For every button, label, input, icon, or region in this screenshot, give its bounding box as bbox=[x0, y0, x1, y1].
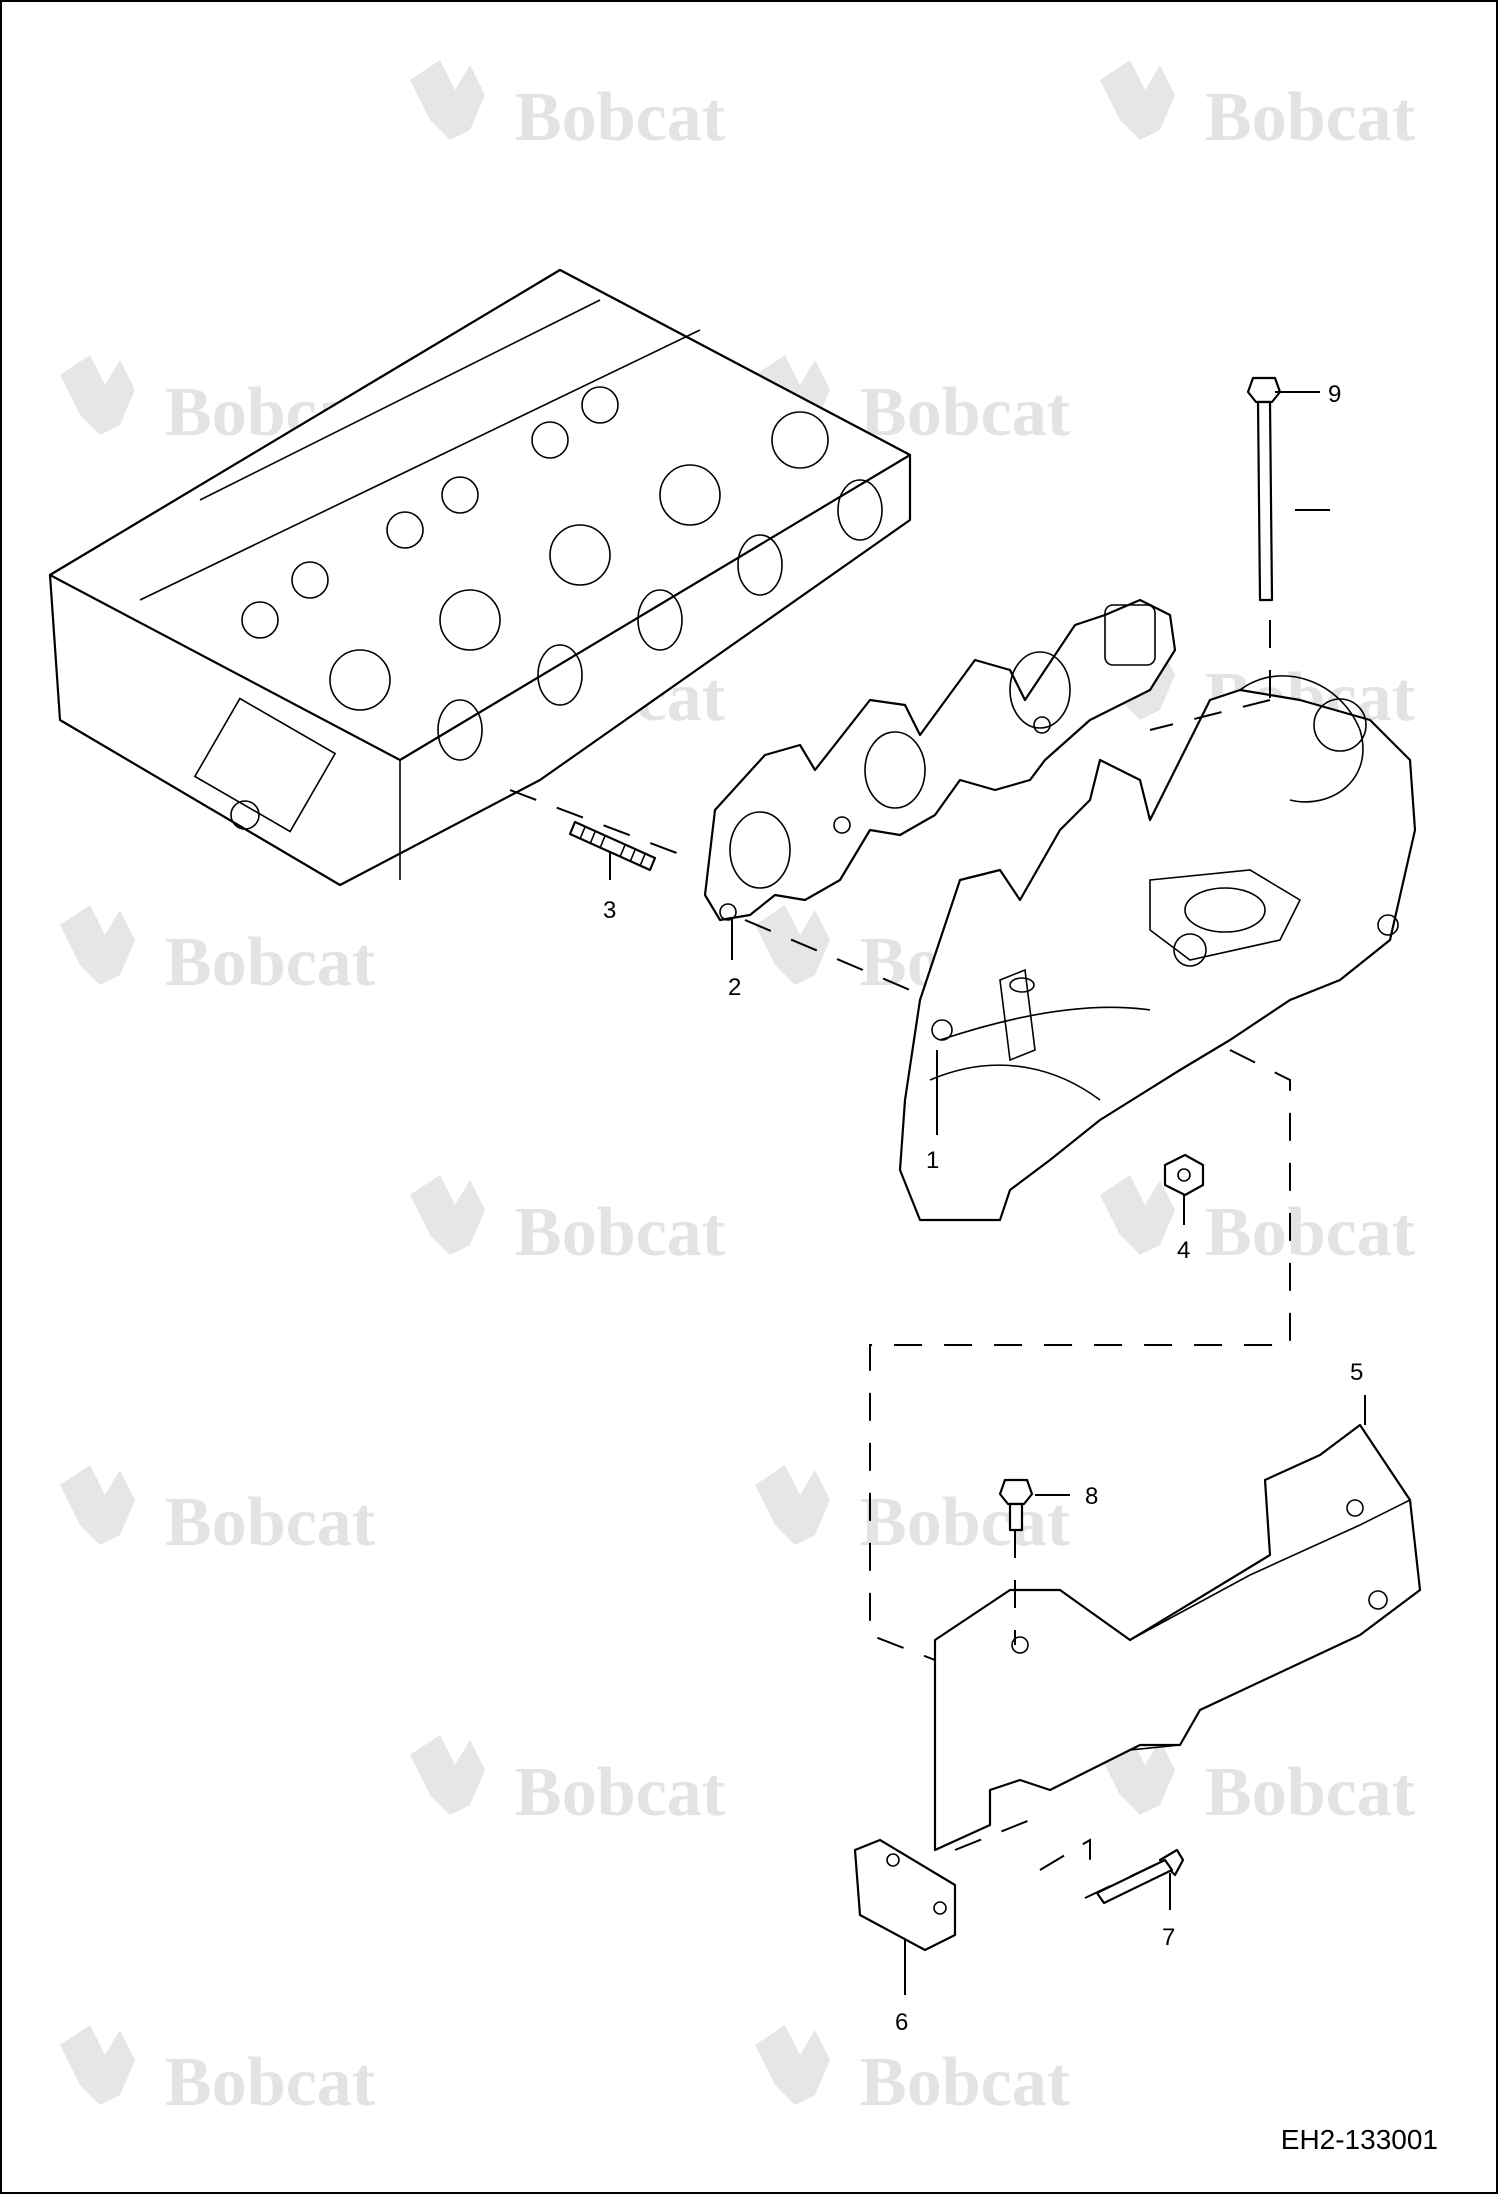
svg-text:Bobcat: Bobcat bbox=[860, 374, 1070, 451]
svg-text:Bobcat: Bobcat bbox=[165, 1484, 375, 1561]
watermark-logo: Bobcat bbox=[60, 2025, 375, 2121]
exhaust-manifold bbox=[898, 675, 1417, 1222]
watermark-logo: Bobcat bbox=[410, 60, 725, 156]
svg-text:Bobcat: Bobcat bbox=[860, 2044, 1070, 2121]
cylinder-head bbox=[48, 268, 912, 887]
nut bbox=[1163, 1153, 1205, 1197]
callout-4: 4 bbox=[1177, 1237, 1190, 1264]
watermark-logo: Bobcat bbox=[755, 1465, 1070, 1561]
watermark-logo: Bobcat bbox=[410, 1175, 725, 1271]
svg-text:Bobcat: Bobcat bbox=[515, 1754, 725, 1831]
callout-leaders bbox=[609, 391, 1366, 1995]
stud bbox=[568, 820, 657, 872]
side-ports bbox=[437, 479, 883, 761]
callout-2: 2 bbox=[728, 974, 741, 1001]
watermark-logo: Bobcat bbox=[410, 1735, 725, 1831]
callout-5: 5 bbox=[1350, 1359, 1363, 1386]
watermark-logo: Bobcat bbox=[1100, 1175, 1415, 1271]
callout-7: 7 bbox=[1162, 1924, 1175, 1951]
assembly-lines bbox=[509, 620, 1291, 1899]
figure-id: EH2-133001 bbox=[1280, 2124, 1438, 2155]
callout-8: 8 bbox=[1085, 1483, 1098, 1510]
bolt-small bbox=[998, 1478, 1034, 1532]
valve-ports bbox=[241, 386, 829, 711]
callout-1: 1 bbox=[926, 1147, 939, 1174]
heat-shield bbox=[933, 1423, 1422, 1852]
watermark-logo: Bobcat bbox=[60, 905, 375, 1001]
watermark-logo: Bobcat bbox=[1100, 60, 1415, 156]
svg-text:Bobcat: Bobcat bbox=[1205, 1194, 1415, 1271]
callout-6: 6 bbox=[895, 2009, 908, 2036]
watermark-logo: Bobcat bbox=[1100, 1735, 1415, 1831]
watermark-logo: Bobcat bbox=[755, 2025, 1070, 2121]
svg-text:Bobcat: Bobcat bbox=[1205, 1754, 1415, 1831]
rivet bbox=[1095, 1848, 1185, 1905]
svg-text:Bobcat: Bobcat bbox=[515, 1194, 725, 1271]
callout-3: 3 bbox=[603, 897, 616, 924]
bolt-long bbox=[1246, 376, 1282, 602]
svg-text:Bobcat: Bobcat bbox=[1205, 79, 1415, 156]
svg-text:Bobcat: Bobcat bbox=[165, 2044, 375, 2121]
svg-text:Bobcat: Bobcat bbox=[515, 79, 725, 156]
svg-text:Bobcat: Bobcat bbox=[860, 1484, 1070, 1561]
watermark-logo: Bobcat bbox=[60, 1465, 375, 1561]
plate bbox=[853, 1838, 957, 1952]
svg-text:Bobcat: Bobcat bbox=[165, 924, 375, 1001]
callout-labels: 1 2 3 4 5 6 7 8 9 bbox=[603, 381, 1363, 2036]
callout-9: 9 bbox=[1328, 381, 1341, 408]
manifold-gasket bbox=[703, 598, 1177, 922]
